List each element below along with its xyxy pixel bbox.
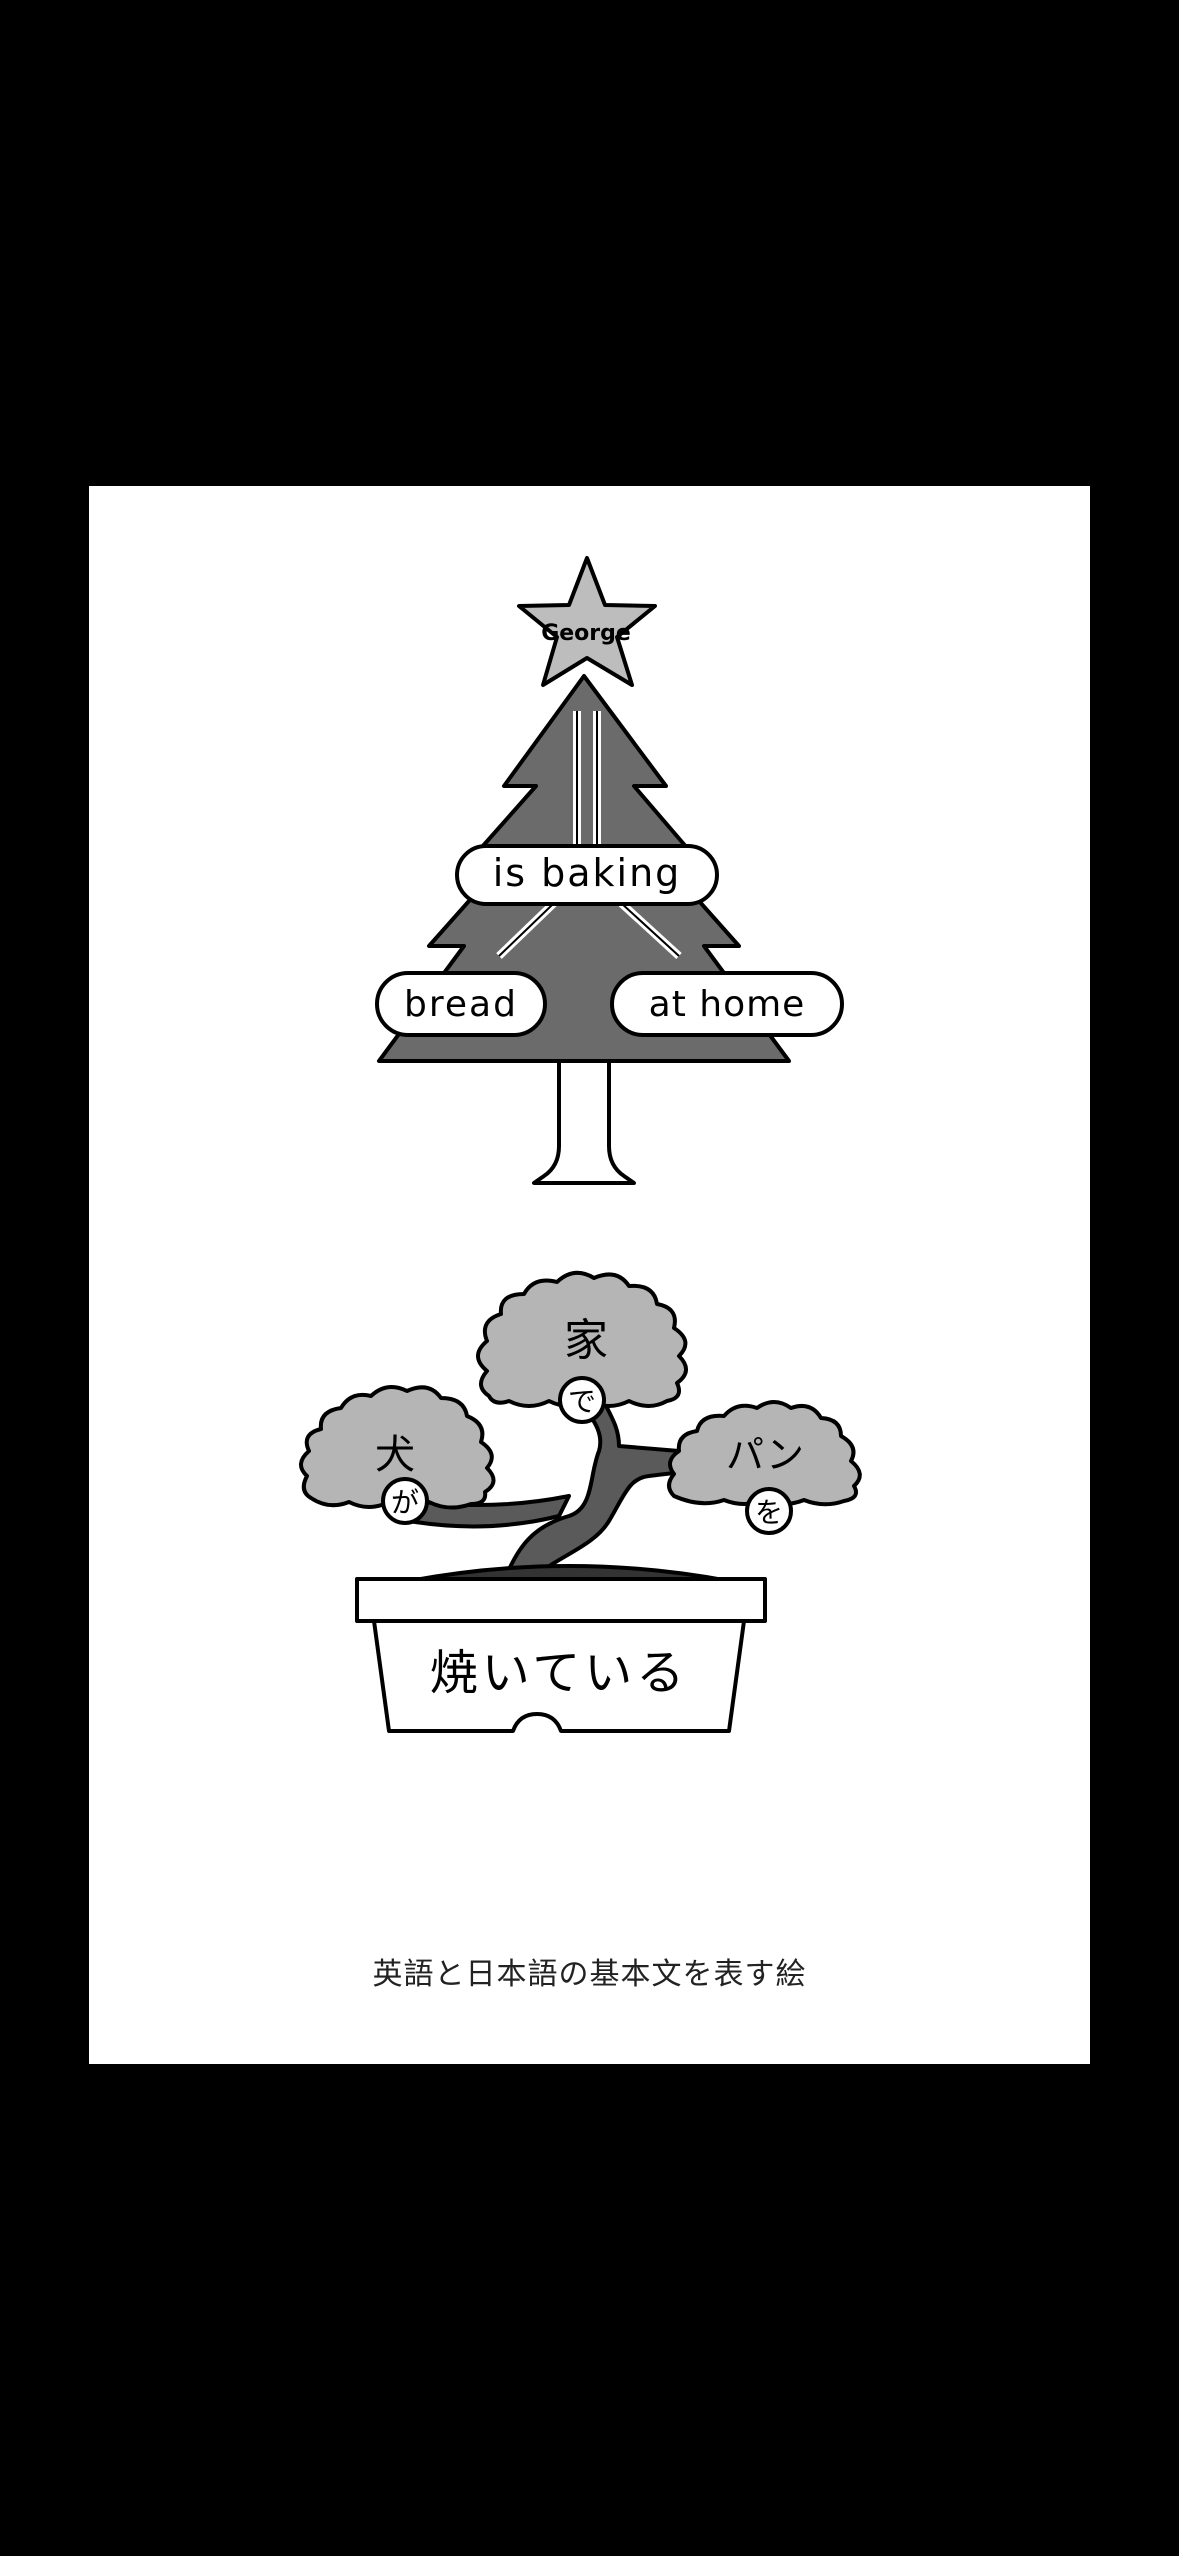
jp-verb-text: 焼いている <box>430 1645 689 1701</box>
tree-trunk <box>532 1057 636 1185</box>
place-text: at home <box>649 984 806 1025</box>
pot-rim <box>355 1577 767 1623</box>
subject-text: George <box>541 621 631 646</box>
jp-object-text: パン <box>726 1433 804 1477</box>
verb-text: is baking <box>493 851 682 895</box>
star-shape <box>517 556 657 687</box>
place-pill <box>610 971 844 1037</box>
jp-subject-text: 犬 <box>375 1432 415 1478</box>
page-card: George is baking bread at home <box>89 486 1090 2064</box>
japanese-sentence-bonsai <box>299 1270 862 1733</box>
particle-bubble-wo <box>745 1487 793 1535</box>
particle-bubble-de <box>558 1376 606 1424</box>
jp-place-particle: で <box>568 1385 596 1418</box>
particle-bubble-ga <box>381 1477 429 1525</box>
english-sentence-tree <box>375 556 844 1185</box>
verb-pill <box>455 844 719 906</box>
pot-body <box>372 1619 746 1733</box>
jp-place-text: 家 <box>564 1315 608 1366</box>
illustration: George is baking bread at home <box>299 556 862 1733</box>
jp-object-particle: を <box>755 1496 783 1529</box>
object-pill <box>375 971 547 1037</box>
jp-subject-particle: が <box>391 1486 419 1519</box>
object-text: bread <box>404 984 518 1025</box>
caption: 英語と日本語の基本文を表す絵 <box>372 1957 807 1992</box>
